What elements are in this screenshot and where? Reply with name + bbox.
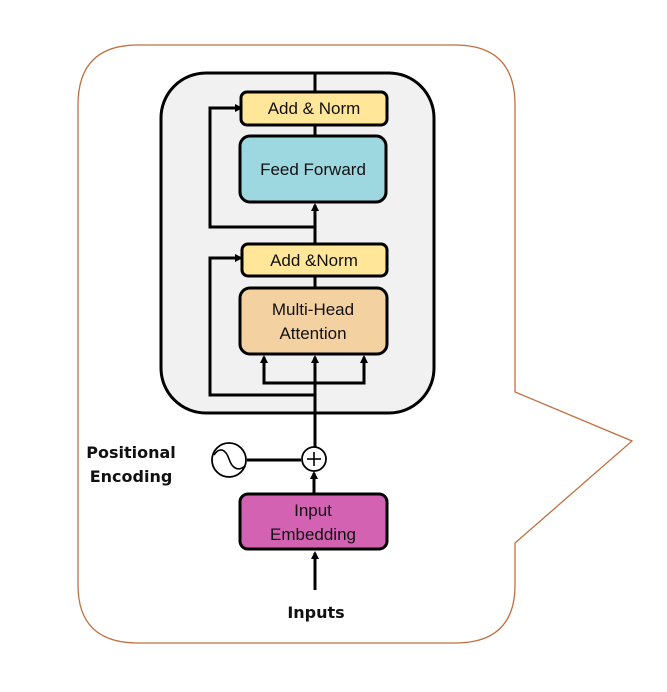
feed-forward-node: Feed Forward bbox=[238, 134, 388, 204]
residual-arrow-bottom bbox=[208, 254, 315, 397]
callout-outline bbox=[77, 44, 634, 644]
feed-forward-label: Feed Forward bbox=[260, 160, 366, 179]
attention-label-line1: Multi-Head bbox=[272, 300, 354, 319]
residual-arrow-top bbox=[208, 104, 315, 229]
positional-label-line1: Positional bbox=[86, 443, 176, 462]
positional-label-line2: Encoding bbox=[90, 467, 173, 486]
plus-circle-icon bbox=[301, 446, 327, 472]
inputs-label: Inputs bbox=[287, 603, 344, 622]
attention-node: Multi-Head Attention bbox=[238, 286, 389, 356]
sine-wave-icon bbox=[211, 442, 247, 478]
add-norm-bottom-node: Add &Norm bbox=[240, 242, 389, 278]
embedding-label-line1: Input bbox=[294, 501, 332, 520]
attention-label-line2: Attention bbox=[279, 324, 346, 343]
input-embedding-node: Input Embedding bbox=[238, 492, 389, 551]
add-norm-top-label: Add & Norm bbox=[268, 99, 361, 118]
add-norm-top-node: Add & Norm bbox=[239, 90, 389, 127]
add-norm-bottom-label: Add &Norm bbox=[270, 251, 358, 270]
embedding-label-line2: Embedding bbox=[270, 525, 356, 544]
